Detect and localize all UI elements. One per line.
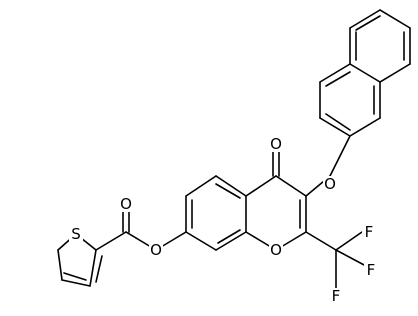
- bond: [215, 231, 247, 251]
- bond: [325, 113, 351, 131]
- carbonyl-oxygen-label: O: [120, 195, 132, 213]
- ester-oxygen-label: O: [150, 241, 162, 259]
- bond: [325, 71, 351, 87]
- trifluoromethyl-group: [305, 231, 367, 289]
- bond: [57, 249, 63, 281]
- bond: [215, 183, 241, 199]
- sulfur-atom-label: S: [71, 225, 81, 243]
- bond: [335, 231, 363, 251]
- bond: [185, 231, 217, 251]
- ring-oxygen-label: O: [270, 241, 282, 259]
- thiophene-ester-group: [57, 209, 187, 287]
- bond: [275, 175, 307, 197]
- fluorine-atom-label: F: [332, 287, 341, 305]
- bond: [355, 15, 381, 31]
- ketone-oxygen-label: O: [270, 135, 282, 153]
- bond: [379, 9, 411, 29]
- bond: [245, 175, 277, 197]
- bond: [349, 117, 381, 137]
- bond: [185, 175, 217, 197]
- bond: [63, 272, 87, 281]
- bond: [335, 249, 367, 267]
- bond: [61, 279, 91, 287]
- bond: [319, 117, 351, 137]
- bond: [95, 231, 127, 251]
- bond: [329, 135, 351, 177]
- bond: [215, 175, 247, 197]
- chromone-core: [185, 149, 307, 251]
- bond: [305, 231, 337, 251]
- bond: [217, 229, 241, 244]
- naphthalene-group: [319, 9, 411, 137]
- atom-labels: S O O O O O F F F: [69, 135, 378, 305]
- bond: [349, 63, 381, 83]
- bond: [95, 255, 103, 283]
- bond: [379, 63, 411, 83]
- ether-oxygen-label: O: [324, 175, 336, 193]
- fluorine-atom-label: F: [367, 261, 376, 279]
- bond: [349, 9, 381, 29]
- bond: [89, 249, 97, 287]
- fluorine-atom-label: F: [365, 223, 374, 241]
- bond: [319, 63, 351, 83]
